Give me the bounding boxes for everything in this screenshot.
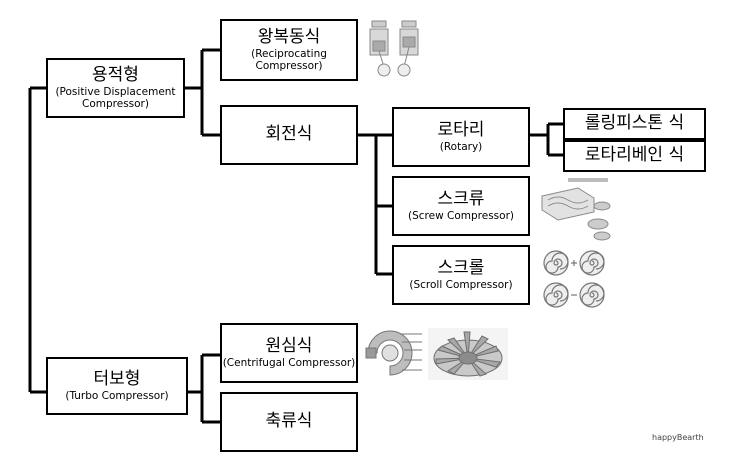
rotary-type-box: 회전식 — [220, 105, 358, 165]
screw-sub1: (Screw Compressor) — [408, 209, 514, 222]
scroll-sub1: (Scroll Compressor) — [409, 278, 513, 291]
screw-title: 스크류 — [437, 189, 485, 210]
reciprocating-sub1: (Reciprocating — [251, 47, 327, 60]
rotary-type-title: 회전식 — [265, 124, 313, 145]
impeller-illustration — [428, 328, 508, 380]
rotary-sub1: (Rotary) — [439, 140, 483, 153]
rotary-box: 로타리 (Rotary) — [392, 107, 530, 167]
axial-box: 축류식 — [220, 392, 358, 452]
turbo-title: 터보형 — [93, 369, 141, 390]
rolling-piston-box: 롤링피스톤 식 — [563, 108, 706, 140]
turbo-sub1: (Turbo Compressor) — [65, 389, 169, 402]
rolling-piston-title: 롤링피스톤 식 — [584, 113, 685, 134]
centrifugal-illustration — [364, 326, 424, 380]
positive-displacement-title: 용적형 — [92, 65, 139, 86]
scroll-box: 스크롤 (Scroll Compressor) — [392, 245, 530, 305]
turbo-box: 터보형 (Turbo Compressor) — [46, 357, 188, 415]
reciprocating-box: 왕복동식 (Reciprocating Compressor) — [220, 19, 358, 81]
positive-displacement-box: 용적형 (Positive Displacement Compressor) — [46, 58, 185, 118]
reciprocating-sub2: Compressor) — [255, 59, 323, 72]
reciprocating-title: 왕복동식 — [257, 27, 321, 48]
rotary-vane-box: 로타리베인 식 — [563, 140, 706, 172]
scroll-illustration — [540, 247, 610, 313]
centrifugal-title: 원심식 — [265, 336, 313, 357]
reciprocating-illustration — [366, 15, 424, 81]
rotary-vane-title: 로타리베인 식 — [584, 145, 685, 166]
axial-title: 축류식 — [265, 411, 313, 432]
screw-illustration — [538, 176, 618, 246]
screw-box: 스크류 (Screw Compressor) — [392, 176, 530, 236]
centrifugal-sub1: (Centrifugal Compressor) — [222, 356, 356, 369]
positive-displacement-sub1: (Positive Displacement — [55, 85, 176, 98]
rotary-title: 로타리 — [437, 120, 485, 141]
centrifugal-box: 원심식 (Centrifugal Compressor) — [220, 323, 358, 383]
scroll-title: 스크롤 — [437, 258, 485, 279]
watermark: happyBearth — [652, 433, 704, 442]
positive-displacement-sub2: Compressor) — [82, 97, 149, 110]
